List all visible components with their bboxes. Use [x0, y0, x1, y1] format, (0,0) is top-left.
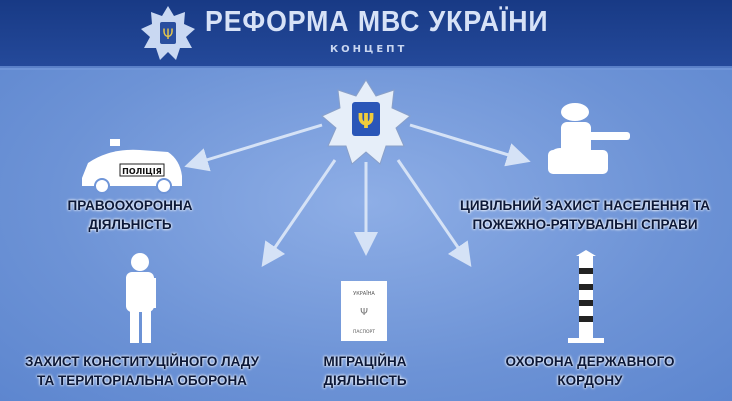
firefighter-icon	[548, 103, 630, 174]
center-emblem-icon: Ψ	[321, 79, 411, 165]
page-subtitle: КОНЦЕПТ	[330, 44, 408, 55]
label-line: ДІЯЛЬНІСТЬ	[88, 217, 172, 232]
label-line: МІГРАЦІЙНА	[323, 354, 407, 369]
label-line: ПОЖЕЖНО-РЯТУВАЛЬНІ СПРАВИ	[472, 217, 698, 232]
arrow-law	[184, 123, 323, 172]
car-label: ПОЛІЦІЯ	[122, 167, 162, 176]
label-line: ТА ТЕРИТОРІАЛЬНА ОБОРОНА	[37, 373, 247, 388]
label-line: ЦИВІЛЬНИЙ ЗАХИСТ НАСЕЛЕННЯ ТА	[460, 198, 710, 213]
svg-text:Ψ: Ψ	[360, 307, 368, 318]
label-line: ПРАВООХОРОННА	[67, 198, 193, 213]
police-car-icon: ПОЛІЦІЯ	[82, 139, 182, 194]
arrow-border	[396, 159, 472, 267]
label-territorial-defense: ЗАХИСТ КОНСТИТУЦІЙНОГО ЛАДУ ТА ТЕРИТОРІА…	[0, 352, 284, 390]
arrow-defense	[261, 159, 337, 267]
label-border-guard: ОХОРОНА ДЕРЖАВНОГО КОРДОНУ	[490, 352, 690, 390]
mvs-emblem-icon: Ψ	[141, 6, 195, 60]
passport-bottom-text: ПАСПОРТ	[353, 329, 375, 335]
svg-text:Ψ: Ψ	[358, 109, 375, 133]
soldier-icon	[126, 253, 156, 343]
passport-top-text: УКРАЇНА	[353, 290, 375, 297]
passport-icon: УКРАЇНА Ψ ПАСПОРТ	[341, 281, 387, 341]
label-law-enforcement: ПРАВООХОРОННА ДІЯЛЬНІСТЬ	[40, 196, 220, 234]
header: Ψ РЕФОРМА МВС УКРАЇНИ КОНЦЕПТ	[0, 0, 732, 68]
label-line: ЗАХИСТ КОНСТИТУЦІЙНОГО ЛАДУ	[24, 354, 259, 369]
label-migration: МІГРАЦІЙНА ДІЯЛЬНІСТЬ	[300, 352, 430, 390]
label-line: КОРДОНУ	[557, 373, 623, 388]
label-line: ДІЯЛЬНІСТЬ	[323, 373, 407, 388]
border-post-icon	[568, 250, 604, 343]
page-title: РЕФОРМА МВС УКРАЇНИ	[205, 6, 549, 38]
label-civil-protection: ЦИВІЛЬНИЙ ЗАХИСТ НАСЕЛЕННЯ ТА ПОЖЕЖНО-РЯ…	[440, 196, 730, 234]
svg-text:Ψ: Ψ	[162, 27, 173, 43]
arrow-civil	[409, 123, 531, 167]
label-line: ОХОРОНА ДЕРЖАВНОГО	[505, 354, 675, 369]
